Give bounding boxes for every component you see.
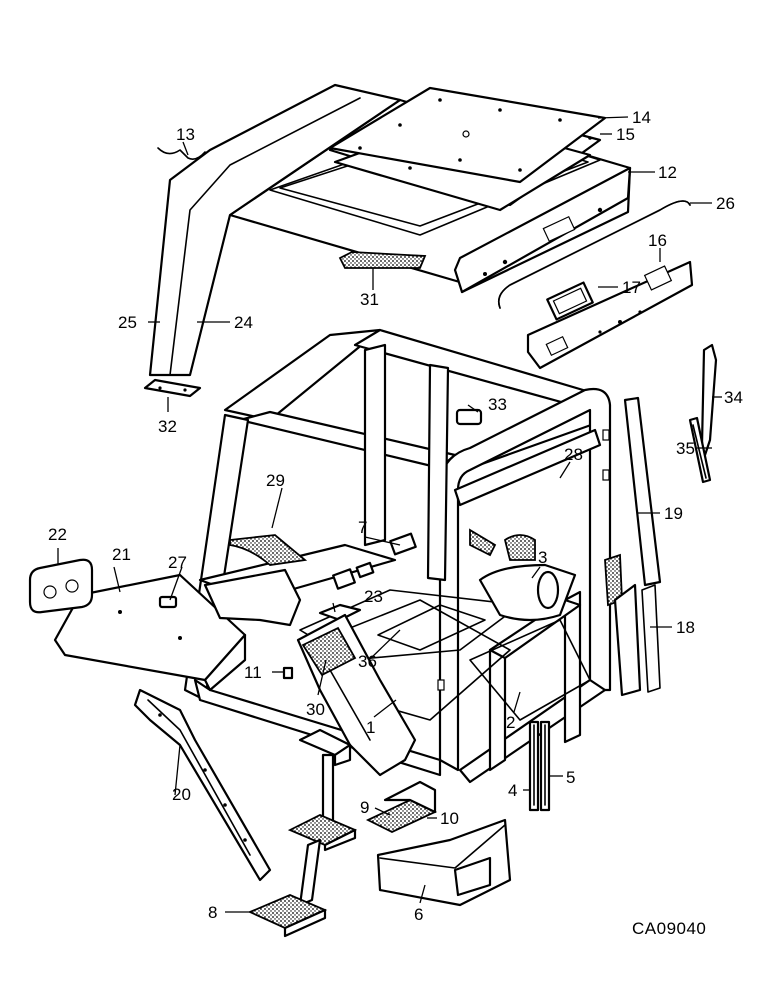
callout-13: 13 — [176, 125, 195, 144]
callout-18: 18 — [676, 618, 695, 637]
callout-32: 32 — [158, 417, 177, 436]
callout-35: 35 — [676, 439, 695, 458]
callout-25: 25 — [118, 313, 137, 332]
callout-23: 23 — [364, 587, 383, 606]
roof-visor-band — [453, 166, 632, 294]
callout-21: 21 — [112, 545, 131, 564]
dome-housing — [455, 408, 483, 426]
frame-rear-arc — [438, 387, 612, 772]
trim-strip-19 — [623, 396, 662, 587]
callout-28: 28 — [564, 445, 583, 464]
callout-30: 30 — [306, 700, 325, 719]
floor-mat-2 — [469, 619, 591, 721]
callout-12: 12 — [658, 163, 677, 182]
clip-27 — [158, 595, 178, 609]
trim-pad-28 — [503, 534, 536, 561]
rail-mount-plate — [143, 378, 202, 398]
frame-rear-window-bar — [453, 428, 602, 507]
callout-3: 3 — [538, 548, 547, 567]
drawing-code: CA09040 — [632, 919, 706, 938]
roof-assembly — [143, 83, 694, 398]
callout-1: 1 — [366, 718, 375, 737]
frame-top-crossbar — [238, 410, 457, 470]
light-bezel — [28, 558, 94, 614]
callout-9: 9 — [360, 798, 369, 817]
callout-33: 33 — [488, 395, 507, 414]
wire-harness — [157, 147, 206, 160]
callout-6: 6 — [414, 905, 423, 924]
step-assembly — [247, 728, 438, 938]
cab-frame — [183, 328, 612, 784]
callout-31: 31 — [360, 290, 379, 309]
trim-strip-18 — [613, 583, 642, 697]
callout-10: 10 — [440, 809, 459, 828]
callout-16: 16 — [648, 231, 667, 250]
roof-rail-outer — [148, 83, 402, 377]
frame-rear-pillar-center — [426, 363, 450, 582]
callout-29: 29 — [266, 471, 285, 490]
callout-22: 22 — [48, 525, 67, 544]
callout-24: 24 — [234, 313, 253, 332]
callout-36: 36 — [358, 652, 377, 671]
bracket-7a — [332, 568, 356, 590]
switch — [282, 666, 294, 680]
callout-2: 2 — [506, 713, 515, 732]
headliner-pad — [338, 251, 427, 269]
callout-5: 5 — [566, 768, 575, 787]
callout-14: 14 — [632, 108, 651, 127]
callout-4: 4 — [508, 781, 517, 800]
trim-pad-29 — [229, 534, 308, 566]
wiper-arm — [700, 343, 718, 457]
callout-8: 8 — [208, 903, 217, 922]
frame-front-pillar-right — [363, 343, 387, 547]
leader-lines — [57, 116, 722, 913]
transmission-hump — [478, 563, 577, 622]
callout-27: 27 — [168, 553, 187, 572]
bracket-7b — [389, 532, 417, 556]
callout-numbers: 1 2 3 4 5 6 7 8 9 10 11 12 13 14 15 16 1… — [48, 108, 743, 924]
callout-34: 34 — [724, 388, 743, 407]
callout-11: 11 — [244, 663, 262, 682]
callout-26: 26 — [716, 194, 735, 213]
floor-mat-36 — [377, 604, 486, 651]
callout-15: 15 — [616, 125, 635, 144]
callout-7: 7 — [358, 518, 367, 537]
callout-19: 19 — [664, 504, 683, 523]
callout-20: 20 — [172, 785, 191, 804]
cover-plate — [318, 603, 362, 622]
step-ladder-frame — [133, 688, 272, 882]
frame-door-post — [488, 638, 507, 772]
callout-17: 17 — [622, 278, 641, 297]
